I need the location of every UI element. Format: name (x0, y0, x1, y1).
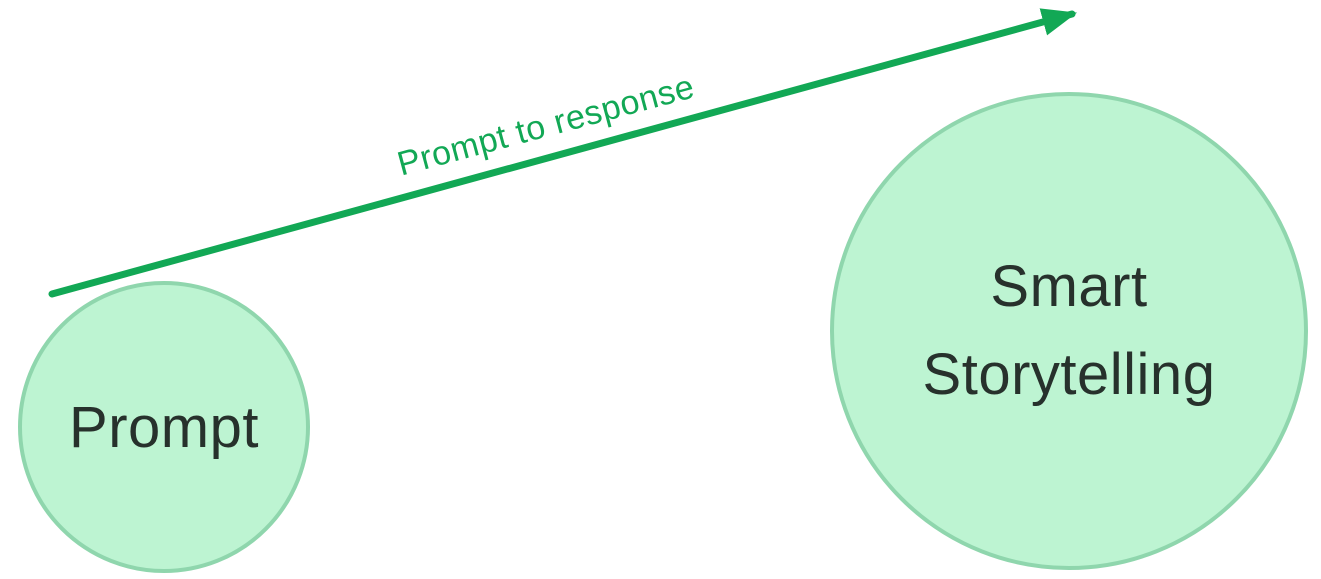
node-prompt-label: Prompt (69, 394, 259, 460)
arrow-line (48, 8, 1078, 298)
node-smart-storytelling-circle: Smart Storytelling (830, 92, 1308, 570)
node-prompt-circle: Prompt (18, 281, 310, 573)
node-smart-storytelling-label-line2: Storytelling (922, 342, 1216, 407)
node-smart-storytelling-label-line1: Smart (990, 254, 1148, 319)
